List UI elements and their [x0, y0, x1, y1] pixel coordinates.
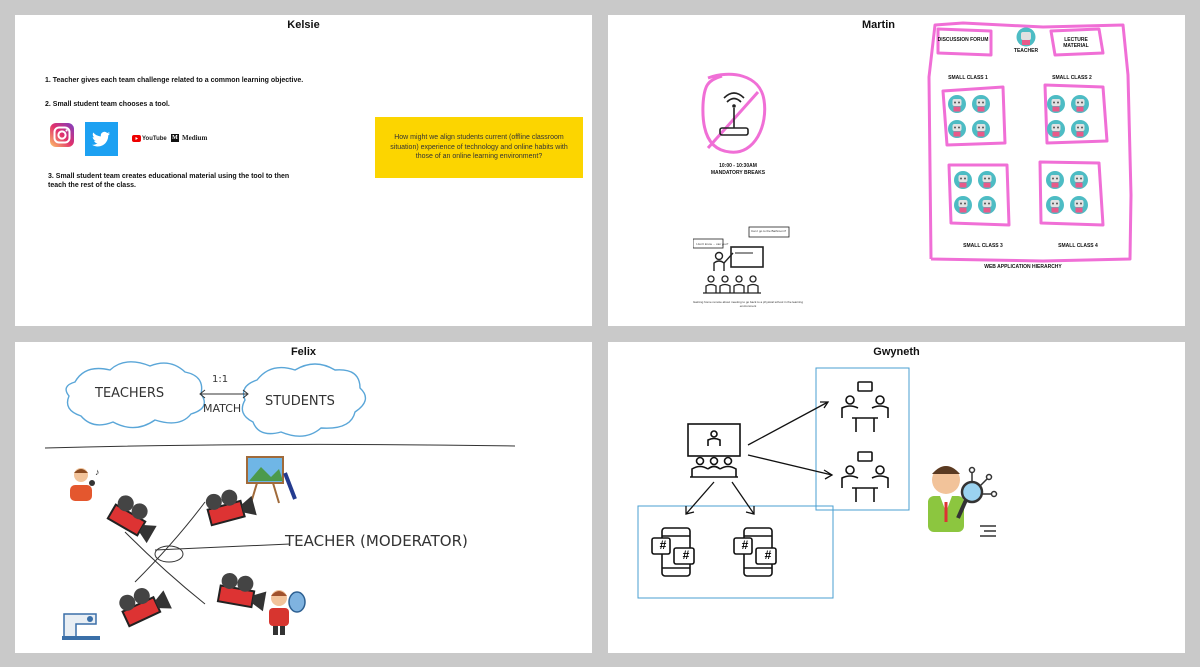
step-1: 1. Teacher gives each team challenge rel… — [45, 77, 304, 84]
svg-text:♪: ♪ — [95, 467, 100, 477]
speech-bubble-answer: I don't know ... can you? — [696, 242, 729, 246]
meeting-icon-1 — [841, 381, 889, 432]
gwyneth-diagram — [637, 367, 998, 599]
break-time: 10:00 - 10:30AM — [719, 163, 757, 169]
meeting-icon-2 — [841, 451, 889, 502]
phone-chat-icon-2 — [733, 527, 777, 577]
youtube-play-icon — [132, 135, 141, 142]
panel-felix: Felix TEACHERS 1:1 MATCH STUDENTS TEACHE… — [15, 342, 592, 653]
hash-icon-2a: # — [741, 538, 749, 552]
camera-icon-4 — [216, 572, 267, 612]
hash-icon-2b: # — [764, 548, 772, 562]
lecture-material: LECTURE MATERIAL — [1063, 37, 1089, 49]
camera-icon-1 — [106, 495, 157, 544]
small-class-4-label: SMALL CLASS 4 — [1058, 243, 1098, 249]
medium-logo: M Medium — [171, 134, 207, 142]
phone-chat-icon-1 — [651, 527, 695, 577]
classroom-icon — [693, 226, 790, 294]
router-icon — [701, 72, 767, 154]
classroom-caption: Gaining home remote about meeting to go … — [692, 300, 804, 308]
medium-icon: M — [171, 134, 179, 142]
camera-icon-3 — [119, 588, 172, 628]
hash-icon-1b: # — [682, 548, 690, 562]
actor-mask-icon — [269, 590, 306, 635]
moderator-label: TEACHER (MODERATOR) — [285, 532, 468, 550]
singer-icon: ♪ — [70, 467, 100, 501]
panel-kelsie: Kelsie 1. Teacher gives each team challe… — [15, 15, 592, 326]
panel-title-felix: Felix — [290, 346, 317, 358]
easel-painting-icon — [246, 456, 297, 504]
small-class-2-label: SMALL CLASS 2 — [1052, 75, 1092, 81]
panel-title-martin: Martin — [862, 19, 895, 31]
discussion-forum: DISCUSSION FORUM — [937, 37, 989, 43]
youtube-logo: YouTube — [132, 135, 167, 142]
panel-title-kelsie: Kelsie — [287, 19, 320, 31]
break-label: MANDATORY BREAKS — [710, 170, 766, 176]
analyst-magnifier-icon — [928, 466, 998, 537]
hierarchy-label: WEB APPLICATION HIERARCHY — [984, 264, 1062, 270]
twitter-icon — [85, 122, 118, 156]
students-cloud-label: STUDENTS — [265, 394, 335, 409]
hmw-question-box: How might we align students current (off… — [375, 117, 583, 178]
ratio-label: 1:1 — [212, 374, 229, 385]
camera-icon-2 — [205, 489, 257, 527]
youtube-label: YouTube — [142, 135, 167, 142]
panel-martin: Martin 10:00 - 10:30AM MANDATORY BREAKS … — [608, 15, 1185, 326]
step-3: 3. Small student team creates educationa… — [48, 173, 290, 190]
teacher-label: TEACHER — [1013, 48, 1039, 54]
sewing-machine-icon — [62, 613, 100, 640]
match-label: MATCH — [203, 402, 242, 415]
felix-sketch — [44, 361, 516, 605]
speech-bubble-question: Can I go to the Bathroom? — [751, 229, 787, 233]
hash-icon-1a: # — [659, 538, 667, 552]
online-classroom-icon — [687, 423, 741, 478]
teacher-avatar-icon — [1016, 27, 1036, 47]
small-class-1-label: SMALL CLASS 1 — [948, 75, 988, 81]
hierarchy-frame — [927, 21, 1133, 263]
medium-label: Medium — [182, 134, 208, 142]
small-class-3-label: SMALL CLASS 3 — [963, 243, 1003, 249]
teachers-cloud-label: TEACHERS — [95, 386, 165, 401]
panel-title-gwyneth: Gwyneth — [873, 346, 920, 358]
student-avatars — [948, 95, 1089, 214]
panel-gwyneth: Gwyneth — [608, 342, 1185, 653]
instagram-icon — [49, 122, 75, 153]
step-2: 2. Small student team chooses a tool. — [45, 101, 170, 108]
